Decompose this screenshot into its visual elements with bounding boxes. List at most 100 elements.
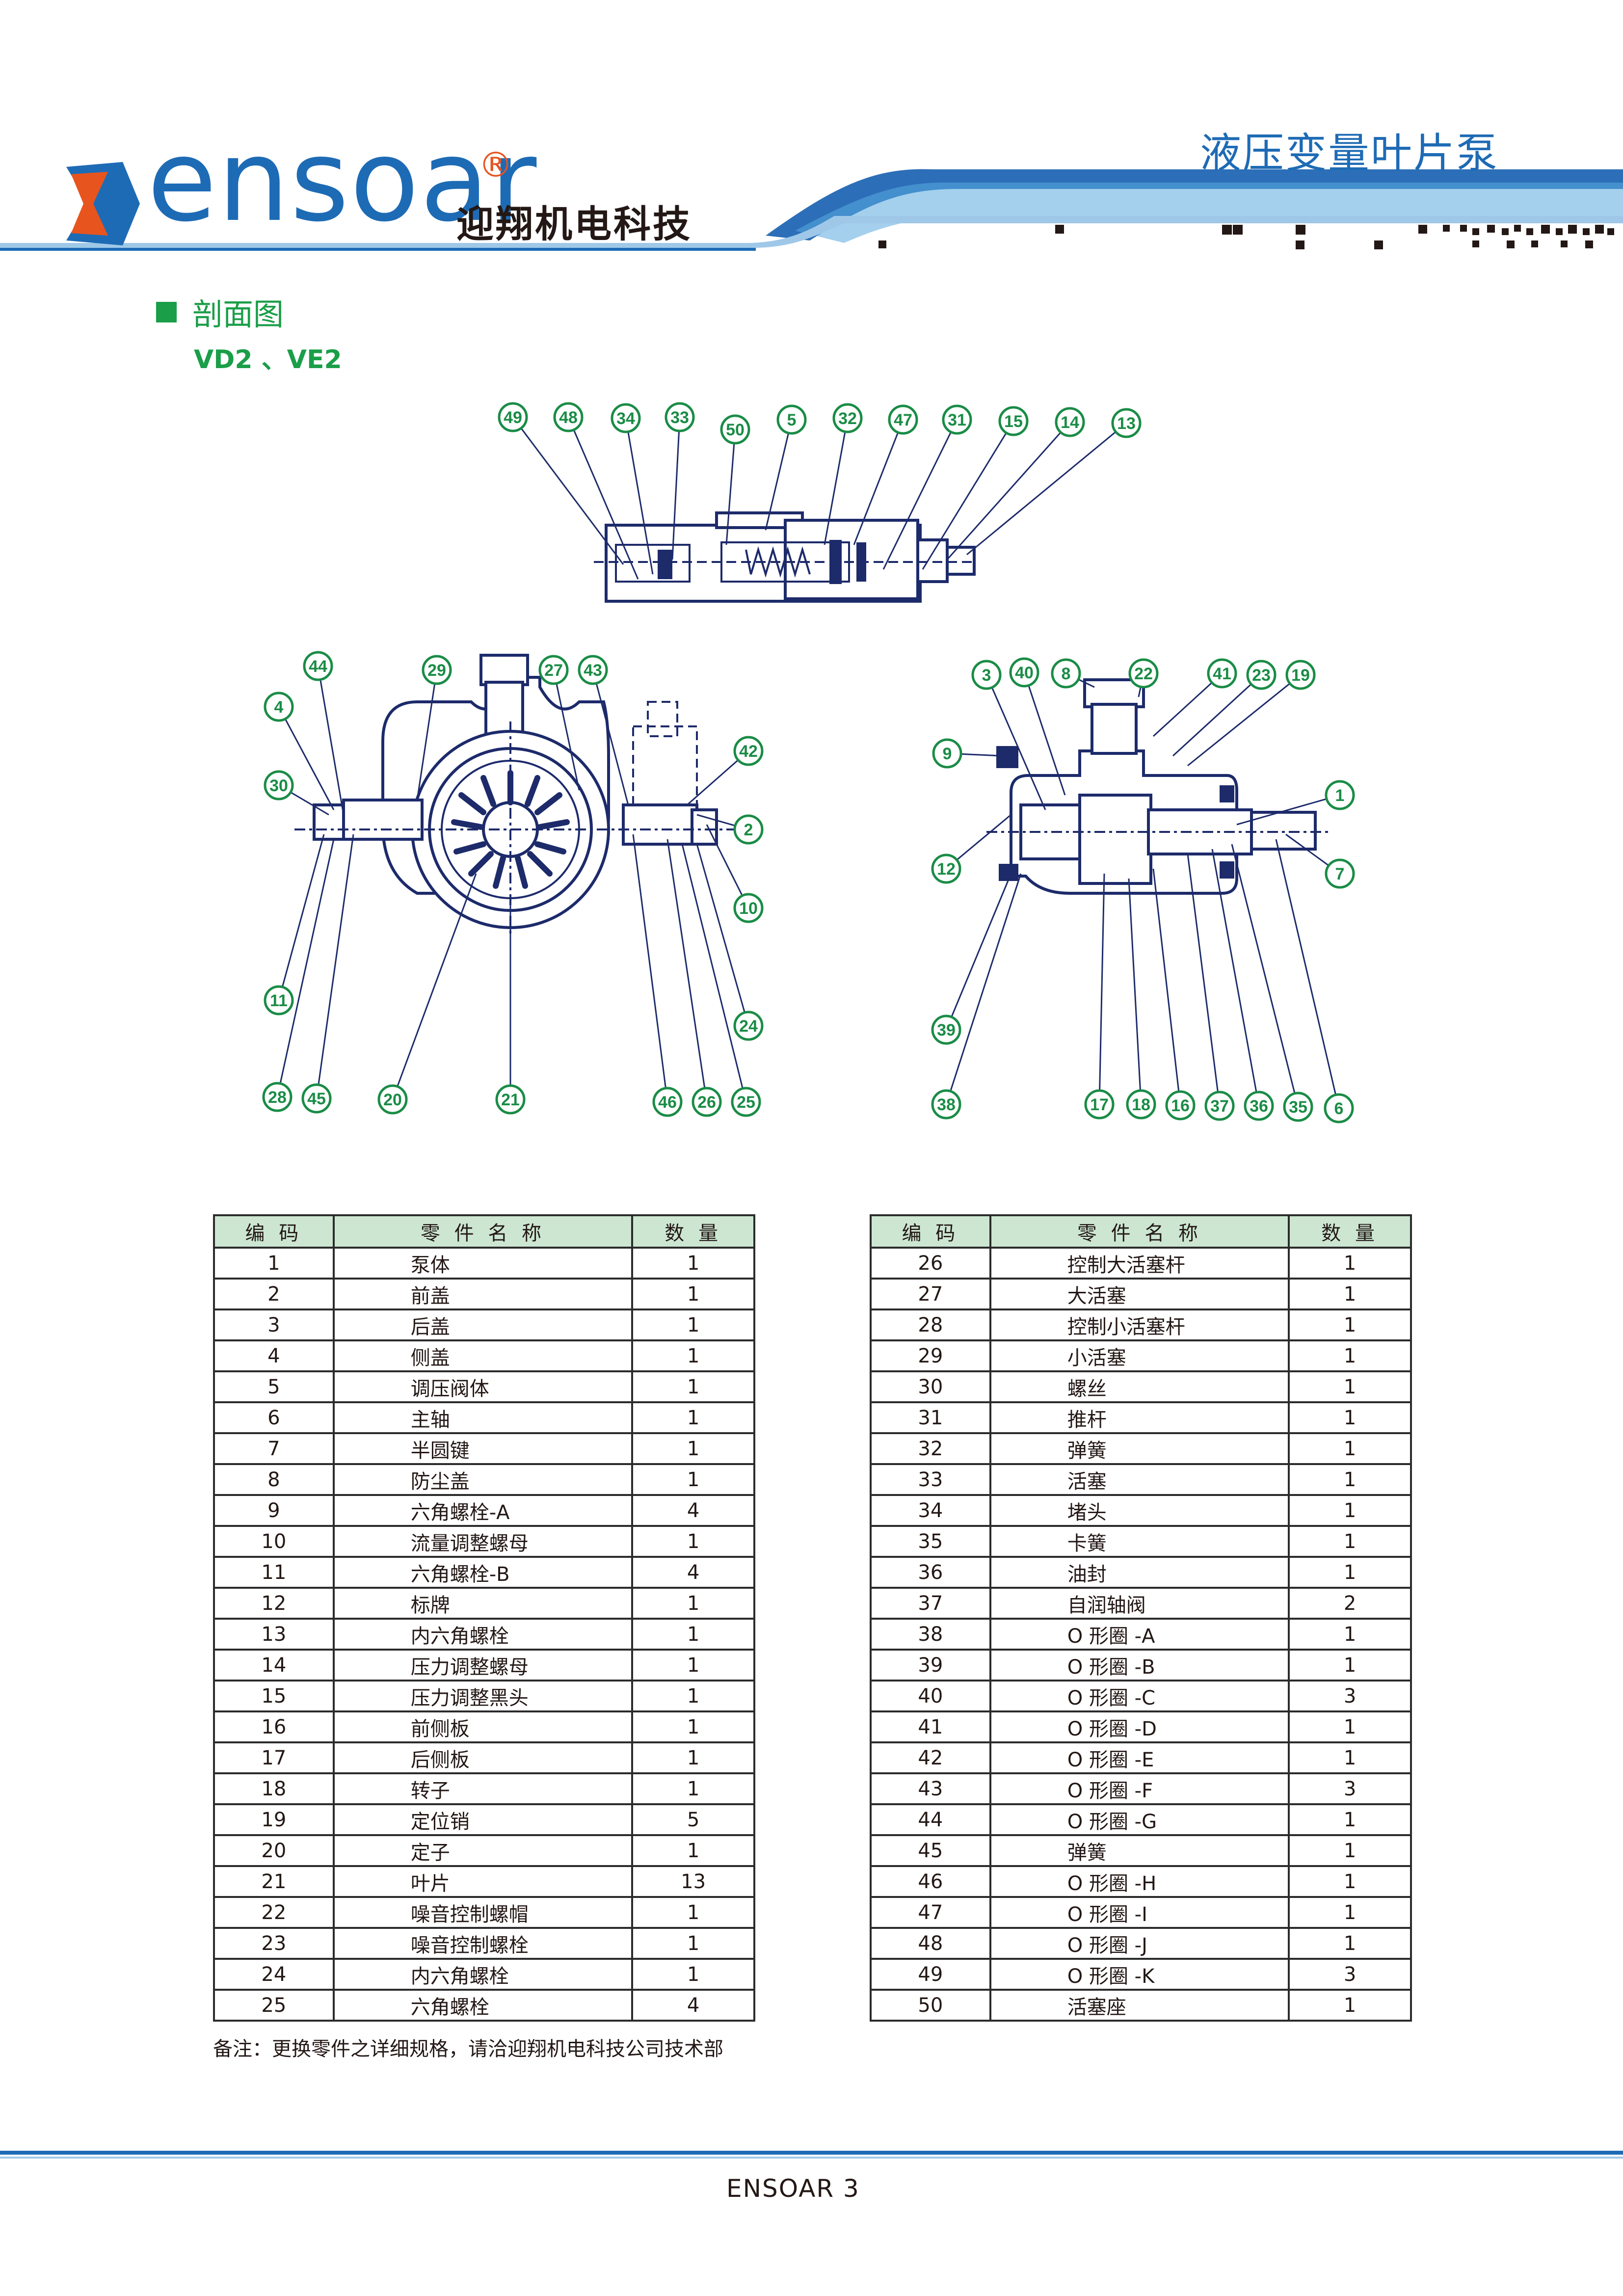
leader-line bbox=[592, 669, 629, 805]
callout-8: 8 bbox=[1051, 658, 1095, 689]
part-name: 压力调整螺母 bbox=[332, 1649, 634, 1682]
part-qty: 5 bbox=[631, 1803, 755, 1836]
callout-9: 9 bbox=[932, 738, 1002, 769]
callout-18: 18 bbox=[1126, 878, 1156, 1120]
callout-42: 42 bbox=[687, 736, 764, 806]
callout-number: 7 bbox=[1335, 865, 1345, 883]
callout-circle bbox=[1207, 658, 1237, 689]
part-qty: 1 bbox=[1288, 1494, 1412, 1527]
callout-28: 28 bbox=[262, 839, 335, 1112]
callout-circle bbox=[1325, 780, 1355, 810]
part-qty: 1 bbox=[631, 1401, 755, 1434]
part-qty: 4 bbox=[631, 1989, 755, 2022]
part-code: 9 bbox=[213, 1494, 335, 1527]
part-name: 压力调整黑头 bbox=[332, 1680, 634, 1712]
part-code: 18 bbox=[213, 1772, 335, 1805]
leader-line bbox=[1023, 672, 1066, 796]
callout-circle bbox=[264, 770, 294, 801]
callout-number: 19 bbox=[1291, 666, 1310, 685]
part-name: 流量调整螺母 bbox=[332, 1525, 634, 1558]
callout-circle bbox=[264, 985, 294, 1015]
callout-circle bbox=[733, 814, 764, 845]
part-name: 侧盖 bbox=[332, 1339, 634, 1372]
leader-line bbox=[1172, 674, 1262, 757]
leader-line bbox=[276, 839, 335, 1097]
part-code: 33 bbox=[870, 1463, 991, 1496]
callout-number: 14 bbox=[1061, 413, 1079, 432]
callout-number: 42 bbox=[739, 742, 758, 761]
part-name: 活塞 bbox=[989, 1463, 1290, 1496]
leader-line bbox=[1098, 873, 1105, 1105]
callout-17: 17 bbox=[1084, 873, 1115, 1120]
part-qty: 1 bbox=[1288, 1401, 1412, 1434]
part-name: O 形圈 -D bbox=[989, 1710, 1290, 1743]
callout-number: 25 bbox=[737, 1093, 755, 1112]
callout-circle bbox=[303, 651, 333, 681]
callout-number: 45 bbox=[307, 1090, 326, 1108]
callout-circle bbox=[971, 660, 1002, 690]
callout-36: 36 bbox=[1211, 849, 1274, 1121]
part-qty: 1 bbox=[1288, 1741, 1412, 1774]
callout-circle bbox=[733, 736, 764, 766]
part-code: 38 bbox=[870, 1618, 991, 1651]
leader-line bbox=[725, 429, 736, 545]
part-name: 弹簧 bbox=[989, 1432, 1290, 1465]
part-code: 49 bbox=[870, 1958, 991, 1991]
part-name: 控制小活塞杆 bbox=[989, 1308, 1290, 1341]
header-qty: 数 量 bbox=[631, 1214, 755, 1249]
leader-line bbox=[1275, 839, 1340, 1109]
callout-number: 32 bbox=[838, 409, 857, 428]
part-name: 定子 bbox=[332, 1834, 634, 1867]
header-qty: 数 量 bbox=[1288, 1214, 1412, 1249]
callout-circle bbox=[1128, 658, 1159, 689]
part-name: O 形圈 -E bbox=[989, 1741, 1290, 1774]
part-code: 20 bbox=[213, 1834, 335, 1867]
brand-logo-icon bbox=[66, 162, 140, 245]
callout-circle bbox=[538, 655, 569, 685]
leader-line bbox=[1187, 854, 1221, 1106]
callout-circle bbox=[422, 655, 452, 685]
callout-7: 7 bbox=[1285, 833, 1355, 889]
callout-45: 45 bbox=[301, 834, 354, 1114]
callout-43: 43 bbox=[578, 655, 629, 805]
part-qty: 1 bbox=[631, 1618, 755, 1651]
part-name: O 形圈 -F bbox=[989, 1772, 1290, 1805]
part-qty: 1 bbox=[1288, 1556, 1412, 1589]
callout-33: 33 bbox=[665, 402, 695, 560]
part-qty: 1 bbox=[631, 1741, 755, 1774]
part-qty: 4 bbox=[631, 1494, 755, 1527]
callout-circle bbox=[498, 402, 528, 432]
callout-number: 48 bbox=[559, 408, 578, 427]
callout-circle bbox=[262, 1082, 293, 1112]
leader-line bbox=[1211, 849, 1260, 1106]
part-code: 45 bbox=[870, 1834, 991, 1867]
callout-number: 10 bbox=[739, 899, 758, 918]
model-label: VD2 、VE2 bbox=[194, 345, 342, 374]
leader-line bbox=[1236, 794, 1340, 826]
part-name: 泵体 bbox=[332, 1247, 634, 1280]
callout-5: 5 bbox=[765, 404, 807, 531]
callout-number: 4 bbox=[274, 698, 284, 717]
leader-line bbox=[765, 419, 793, 531]
leader-line bbox=[316, 834, 354, 1099]
callout-circle bbox=[720, 414, 750, 445]
part-name: O 形圈 -J bbox=[989, 1927, 1290, 1960]
callout-circle bbox=[1111, 408, 1142, 438]
leader-line bbox=[553, 669, 580, 791]
leader-line bbox=[985, 674, 1046, 810]
callout-number: 27 bbox=[544, 661, 563, 680]
